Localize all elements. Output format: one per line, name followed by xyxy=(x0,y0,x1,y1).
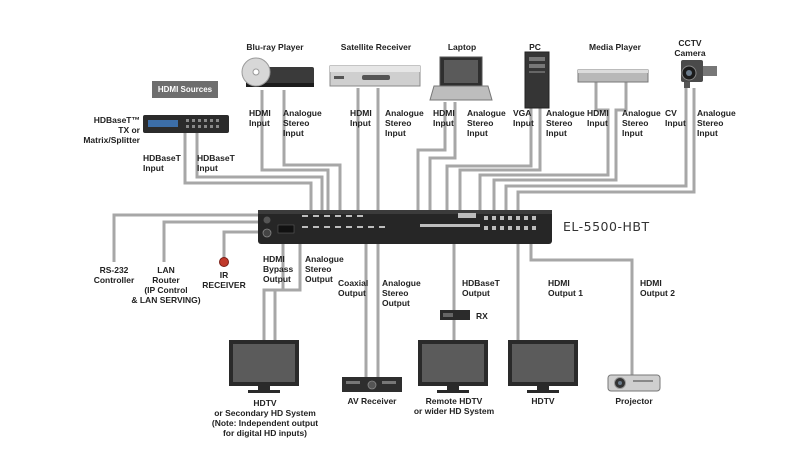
projector-label: Projector xyxy=(615,396,653,406)
rx-label: RX xyxy=(476,311,488,321)
bluray-player-title: Blu-ray Player xyxy=(246,42,304,52)
av-receiver-label: AV Receiver xyxy=(347,396,397,406)
cable-bluray-audio xyxy=(282,90,342,212)
cable-hdbaset-in-1 xyxy=(183,133,313,212)
rx-receiver-device xyxy=(440,310,470,320)
cable-ir xyxy=(222,230,258,260)
pc-tower-device xyxy=(524,51,550,109)
main-unit-device xyxy=(258,210,552,244)
satellite-audio-input-label: Analogue Stereo Input xyxy=(385,108,424,138)
coaxial-output-label: Coaxial Output xyxy=(338,278,369,298)
cable-audio-out-1 xyxy=(273,244,302,340)
remote-hdtv-label: Remote HDTV or wider HD System xyxy=(413,396,495,416)
laptop-hdmi-input-label: HDMI Input xyxy=(433,108,455,128)
remote-hdtv-device xyxy=(418,340,488,393)
cable-media-audio xyxy=(492,82,628,212)
hdmi-output-1-label: HDMI Output 1 xyxy=(548,278,583,298)
bluray-hdmi-input-label: HDMI Input xyxy=(249,108,271,128)
cable-pc-audio xyxy=(458,108,542,212)
cable-cctv-cv xyxy=(504,88,688,212)
cable-lan xyxy=(162,220,258,262)
hdtv-label: HDTV xyxy=(531,396,555,406)
lan-router-label: LAN Router (IP Control & LAN SERVING) xyxy=(131,265,201,305)
media-player-title: Media Player xyxy=(589,42,641,52)
hdmi-output-2-label: HDMI Output 2 xyxy=(640,278,675,298)
hdbaset-output-label: HDBaseT Output xyxy=(462,278,500,298)
analogue-stereo-output-1-label: Analogue Stereo Output xyxy=(305,254,344,284)
projector-device xyxy=(607,374,661,392)
bluray-player-device xyxy=(241,57,314,87)
hdtv-secondary-label: HDTV or Secondary HD System (Note: Indep… xyxy=(211,398,319,438)
media-audio-input-label: Analogue Stereo Input xyxy=(622,108,661,138)
analogue-stereo-output-2-label: Analogue Stereo Output xyxy=(382,278,421,308)
satellite-receiver-title: Satellite Receiver xyxy=(340,42,412,52)
media-player-device xyxy=(577,69,649,83)
cable-bluray-hdmi xyxy=(260,90,330,212)
cable-rs232 xyxy=(112,213,258,262)
cctv-camera-device xyxy=(681,60,717,88)
pc-vga-input-label: VGA Input xyxy=(513,108,534,128)
laptop-audio-input-label: Analogue Stereo Input xyxy=(467,108,506,138)
hdbaset-input-1-label: HDBaseT Input xyxy=(143,153,181,173)
rs232-controller-label: RS-232 Controller xyxy=(93,265,135,285)
av-receiver-device xyxy=(342,377,402,392)
cable-hdmi-out-2 xyxy=(529,244,634,375)
cctv-camera-title: CCTV Camera xyxy=(674,38,706,58)
cable-pc-vga xyxy=(445,108,533,212)
laptop-device xyxy=(429,56,493,101)
hdtv-device xyxy=(508,340,578,393)
satellite-receiver-device xyxy=(329,65,421,87)
laptop-title: Laptop xyxy=(447,42,477,52)
hdmi-bypass-output-label: HDMI Bypass Output xyxy=(263,254,294,284)
device-model-label: EL-5500-HBT xyxy=(563,219,650,234)
cable-cctv-audio xyxy=(516,88,696,212)
pc-audio-input-label: Analogue Stereo Input xyxy=(546,108,585,138)
cable-laptop-hdmi xyxy=(416,102,447,212)
cctv-audio-input-label: Analogue Stereo Input xyxy=(697,108,736,138)
satellite-hdmi-input-label: HDMI Input xyxy=(350,108,372,128)
hdbaset-tx-title: HDBaseT™ TX or Matrix/Splitter xyxy=(83,115,140,145)
hdtv-secondary-device xyxy=(229,340,299,393)
hdmi-sources-badge: HDMI Sources xyxy=(152,81,218,98)
cctv-cv-input-label: CV Input xyxy=(665,108,686,128)
hdbaset-input-2-label: HDBaseT Input xyxy=(197,153,235,173)
cable-media-hdmi xyxy=(478,82,610,212)
cables xyxy=(112,82,696,380)
bluray-audio-input-label: Analogue Stereo Input xyxy=(283,108,322,138)
media-hdmi-input-label: HDMI Input xyxy=(587,108,609,128)
pc-title: PC xyxy=(529,42,541,52)
ir-receiver-label: IR RECEIVER xyxy=(202,270,246,290)
ir-receiver-device xyxy=(219,257,229,267)
hdbaset-tx-device xyxy=(143,115,229,133)
cable-hdbaset-in-2 xyxy=(195,133,324,212)
cable-laptop-audio xyxy=(428,102,457,212)
